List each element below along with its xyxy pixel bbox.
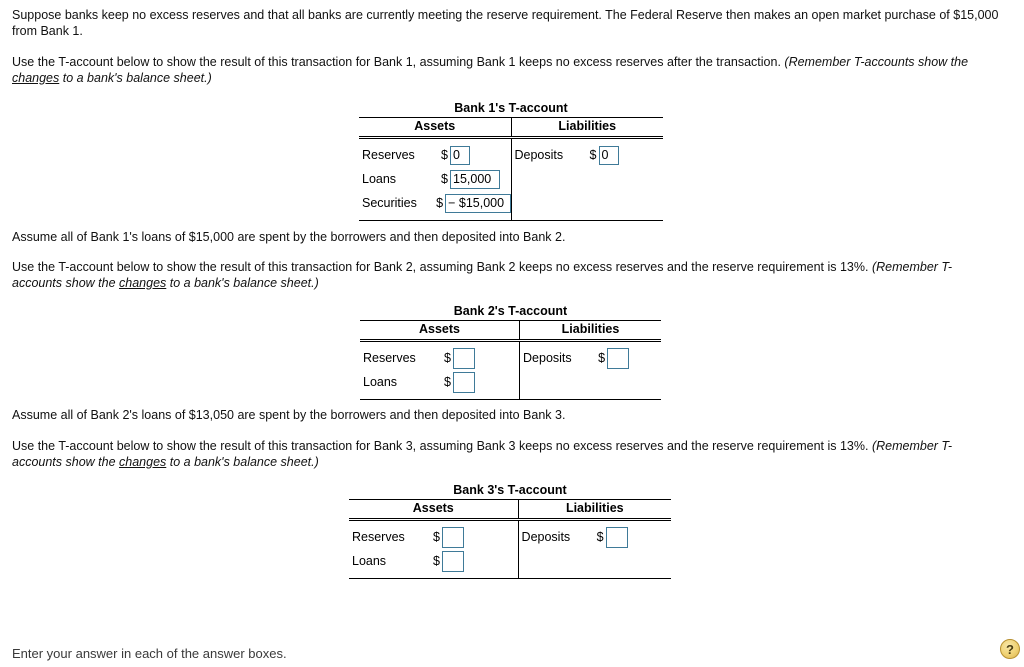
instruction-3-note-b: to a bank's balance sheet.) bbox=[166, 455, 319, 469]
t-account-3-assets-cell: Reserves $ Loans $ bbox=[349, 519, 519, 579]
t-account-bank-1: Bank 1's T-account Assets Liabilities Re… bbox=[359, 101, 663, 221]
row-label-securities: Securities bbox=[362, 196, 417, 210]
input-bank3-reserves[interactable] bbox=[442, 526, 464, 548]
acct-row-spacer bbox=[512, 167, 664, 191]
row-label-deposits: Deposits bbox=[523, 351, 572, 365]
t-account-3-liabilities-cell: Deposits $ bbox=[518, 519, 671, 579]
acct-row: Loans $ 15,000 bbox=[359, 167, 511, 191]
t-account-2-table: Assets Liabilities Reserves $ Loans $ bbox=[360, 320, 661, 400]
instruction-paragraph-3: Use the T-account below to show the resu… bbox=[12, 438, 1002, 470]
t-account-2-assets-cell: Reserves $ Loans $ bbox=[360, 340, 521, 400]
column-header-liabilities: Liabilities bbox=[511, 117, 663, 139]
t-account-1-table: Assets Liabilities Reserves $ 0 Loans $ bbox=[359, 117, 663, 221]
column-header-assets: Assets bbox=[349, 499, 519, 521]
column-header-liabilities: Liabilities bbox=[518, 499, 671, 521]
acct-row-spacer bbox=[520, 370, 661, 394]
intro-paragraph: Suppose banks keep no excess reserves an… bbox=[12, 7, 1010, 39]
currency-symbol: $ bbox=[441, 148, 448, 162]
input-bank1-securities[interactable]: − $15,000 bbox=[445, 193, 511, 213]
row-label-loans: Loans bbox=[352, 554, 387, 568]
input-bank3-loans[interactable] bbox=[442, 550, 464, 572]
column-header-liabilities: Liabilities bbox=[519, 320, 661, 342]
t-account-2-header-row: Assets Liabilities bbox=[360, 320, 661, 342]
instruction-2-text: Use the T-account below to show the resu… bbox=[12, 260, 869, 274]
instruction-1-note-a: (Remember T-accounts show the bbox=[784, 55, 969, 69]
t-account-1-title: Bank 1's T-account bbox=[454, 101, 568, 115]
acct-row-spacer bbox=[512, 191, 664, 215]
row-label-reserves: Reserves bbox=[352, 530, 405, 544]
currency-symbol: $ bbox=[444, 375, 451, 389]
currency-symbol: $ bbox=[598, 351, 606, 365]
acct-row: Securities $ − $15,000 bbox=[359, 191, 511, 215]
instruction-3-text: Use the T-account below to show the resu… bbox=[12, 439, 869, 453]
instruction-3-note-link: changes bbox=[119, 455, 167, 469]
help-icon[interactable]: ? bbox=[1000, 639, 1020, 659]
currency-symbol: $ bbox=[433, 530, 440, 544]
currency-symbol: $ bbox=[436, 196, 444, 210]
t-account-2-title: Bank 2's T-account bbox=[453, 304, 568, 318]
row-label-deposits: Deposits bbox=[521, 530, 571, 544]
instruction-2-note-a: (Remember T-accounts show the bbox=[12, 260, 953, 290]
t-account-1-liabilities-cell: Deposits $ 0 bbox=[511, 137, 664, 221]
instruction-paragraph-2: Use the T-account below to show the resu… bbox=[12, 259, 1002, 291]
acct-row: Deposits $ bbox=[519, 525, 671, 549]
t-account-2-body-row: Reserves $ Loans $ Dep bbox=[360, 340, 661, 400]
instruction-1-text: Use the T-account below to show the resu… bbox=[12, 55, 781, 69]
row-label-deposits: Deposits bbox=[514, 148, 564, 162]
acct-row: Loans $ bbox=[349, 549, 518, 573]
input-bank1-loans[interactable]: 15,000 bbox=[450, 169, 500, 189]
t-account-3-header-row: Assets Liabilities bbox=[349, 499, 671, 521]
acct-row: Reserves $ bbox=[360, 346, 519, 370]
currency-symbol: $ bbox=[441, 172, 448, 186]
instruction-1-note-link: changes bbox=[12, 71, 60, 85]
column-header-assets: Assets bbox=[359, 117, 512, 139]
instruction-3-note-a: (Remember T-accounts show the bbox=[12, 439, 953, 469]
input-bank2-loans[interactable] bbox=[453, 371, 475, 393]
acct-row: Reserves $ bbox=[349, 525, 518, 549]
t-account-1-assets-cell: Reserves $ 0 Loans $ 15,000 Securities $ bbox=[359, 137, 512, 221]
currency-symbol: $ bbox=[444, 351, 451, 365]
assume-3-text: Assume all of Bank 2's loans of $13,050 … bbox=[12, 408, 566, 422]
t-account-2-liabilities-cell: Deposits $ bbox=[519, 340, 661, 400]
currency-symbol: $ bbox=[596, 530, 604, 544]
t-account-bank-3: Bank 3's T-account Assets Liabilities Re… bbox=[349, 483, 671, 579]
row-label-loans: Loans bbox=[362, 172, 397, 186]
input-bank2-reserves[interactable] bbox=[453, 347, 475, 369]
acct-row: Deposits $ bbox=[520, 346, 661, 370]
t-account-1-body-row: Reserves $ 0 Loans $ 15,000 Securities $ bbox=[359, 137, 664, 221]
assume-2-text: Assume all of Bank 1's loans of $15,000 … bbox=[12, 230, 566, 244]
instruction-paragraph-1: Use the T-account below to show the resu… bbox=[12, 54, 1002, 86]
assume-paragraph-2: Assume all of Bank 1's loans of $15,000 … bbox=[12, 229, 1002, 245]
currency-symbol: $ bbox=[589, 148, 597, 162]
row-label-loans: Loans bbox=[363, 375, 398, 389]
t-account-1-header-row: Assets Liabilities bbox=[359, 117, 663, 139]
assume-paragraph-3: Assume all of Bank 2's loans of $13,050 … bbox=[12, 407, 1002, 423]
input-bank1-reserves[interactable]: 0 bbox=[450, 145, 470, 165]
input-bank1-deposits[interactable]: 0 bbox=[598, 145, 619, 165]
acct-row: Reserves $ 0 bbox=[359, 143, 511, 167]
t-account-bank-2: Bank 2's T-account Assets Liabilities Re… bbox=[360, 304, 661, 400]
row-label-reserves: Reserves bbox=[362, 148, 415, 162]
t-account-3-title: Bank 3's T-account bbox=[453, 483, 567, 497]
input-bank3-deposits[interactable] bbox=[605, 526, 628, 548]
instruction-2-note-link: changes bbox=[119, 276, 167, 290]
input-bank2-deposits[interactable] bbox=[607, 347, 630, 369]
currency-symbol: $ bbox=[433, 554, 440, 568]
t-account-3-body-row: Reserves $ Loans $ Dep bbox=[349, 519, 671, 579]
column-header-assets: Assets bbox=[360, 320, 521, 342]
acct-row: Loans $ bbox=[360, 370, 519, 394]
row-label-reserves: Reserves bbox=[363, 351, 416, 365]
t-account-3-table: Assets Liabilities Reserves $ Loans $ bbox=[349, 499, 671, 579]
instruction-1-note-b: to a bank's balance sheet.) bbox=[59, 71, 212, 85]
instruction-2-note-b: to a bank's balance sheet.) bbox=[166, 276, 319, 290]
acct-row-spacer bbox=[519, 549, 671, 573]
intro-text: Suppose banks keep no excess reserves an… bbox=[12, 8, 999, 38]
acct-row: Deposits $ 0 bbox=[512, 143, 664, 167]
footer-instruction-text: Enter your answer in each of the answer … bbox=[12, 646, 287, 661]
